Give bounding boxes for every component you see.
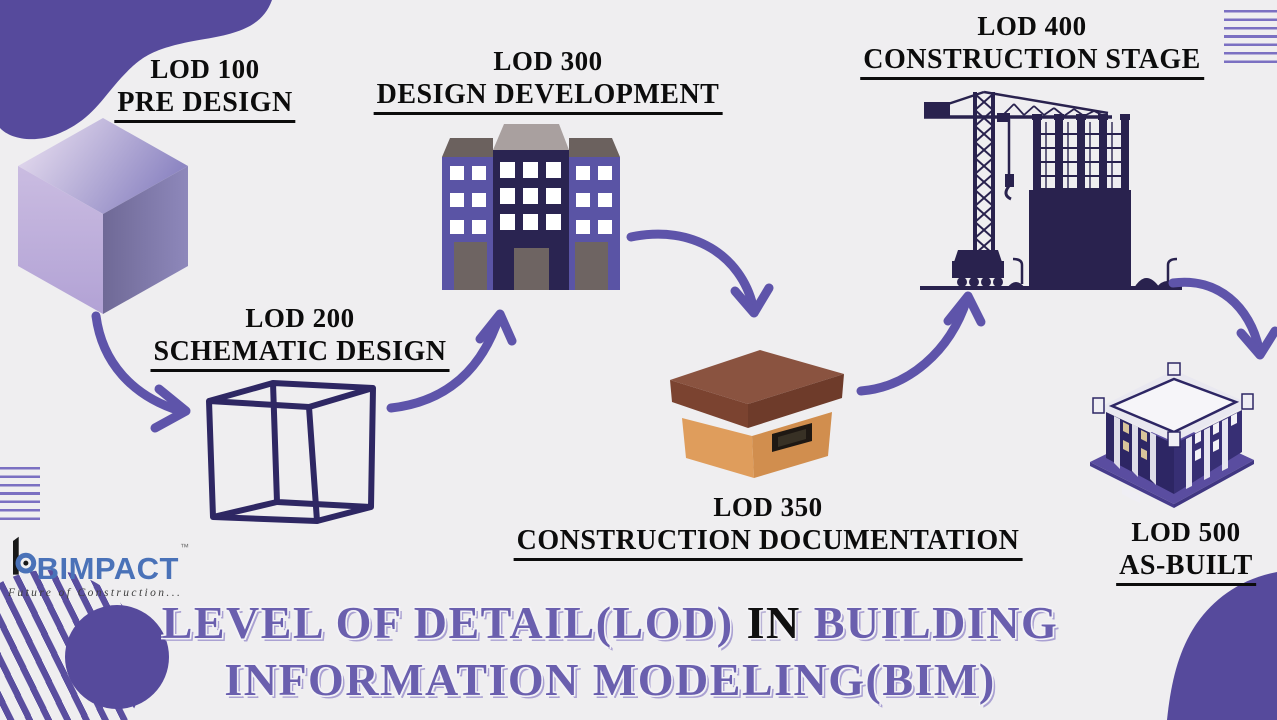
stage-code: LOD 200: [245, 303, 355, 333]
stage-code: LOD 350: [713, 492, 823, 522]
stage-name: CONSTRUCTION STAGE: [860, 43, 1204, 80]
title-segment: LEVEL OF DETAIL(LOD): [161, 597, 747, 648]
title-line-2: INFORMATION MODELING(BIM): [224, 654, 996, 705]
hatch-lines-top-right: [1224, 10, 1277, 64]
title-segment: BUILDING: [800, 597, 1059, 648]
solid-cube-icon: [18, 118, 188, 314]
main-title: LEVEL OF DETAIL(LOD) IN BUILDING INFORMA…: [0, 594, 1220, 708]
finished-building-icon: [1090, 362, 1254, 508]
stage-name: DESIGN DEVELOPMENT: [373, 78, 723, 115]
trademark-symbol: ™: [180, 542, 189, 552]
tower-crane-icon: [920, 90, 1182, 290]
arrow-lod300-to-lod350: [626, 229, 774, 318]
stage-code: LOD 500: [1131, 517, 1241, 547]
stage-label-lod300: LOD 300 DESIGN DEVELOPMENT: [373, 44, 723, 115]
bimpact-logo: BIMPACT™ Future of Construction...: [8, 528, 189, 599]
archive-box-icon: [670, 350, 844, 478]
stage-name: PRE DESIGN: [114, 86, 296, 123]
title-line-1: LEVEL OF DETAIL(LOD) IN BUILDING: [0, 594, 1220, 651]
brand-tagline: Future of Construction...: [8, 587, 183, 599]
stage-name: SCHEMATIC DESIGN: [150, 335, 450, 372]
stage-code: LOD 100: [150, 54, 260, 84]
building-icon: [442, 124, 620, 290]
wireframe-cube-icon: [206, 380, 376, 524]
stage-label-lod500: LOD 500 AS-BUILT: [1116, 515, 1256, 586]
stage-label-lod100: LOD 100 PRE DESIGN: [114, 52, 296, 123]
stage-name: CONSTRUCTION DOCUMENTATION: [513, 524, 1023, 561]
stage-label-lod350: LOD 350 CONSTRUCTION DOCUMENTATION: [513, 490, 1023, 561]
arrow-lod350-to-lod400: [856, 291, 986, 396]
stage-code: LOD 300: [493, 46, 603, 76]
stage-code: LOD 400: [977, 11, 1087, 41]
stage-label-lod200: LOD 200 SCHEMATIC DESIGN: [150, 301, 450, 372]
stage-name: AS-BUILT: [1116, 549, 1256, 586]
brand-name: BIMPACT: [36, 551, 179, 586]
corner-blob-top-left: [0, 0, 272, 140]
stage-label-lod400: LOD 400 CONSTRUCTION STAGE: [860, 9, 1204, 80]
solid-circle-decoration: [65, 605, 169, 709]
corner-blob-bottom-right: [1167, 572, 1277, 720]
bimpact-monogram-icon: [13, 536, 37, 575]
title-segment-in: IN: [746, 597, 801, 648]
hatch-lines-left: [0, 467, 40, 521]
